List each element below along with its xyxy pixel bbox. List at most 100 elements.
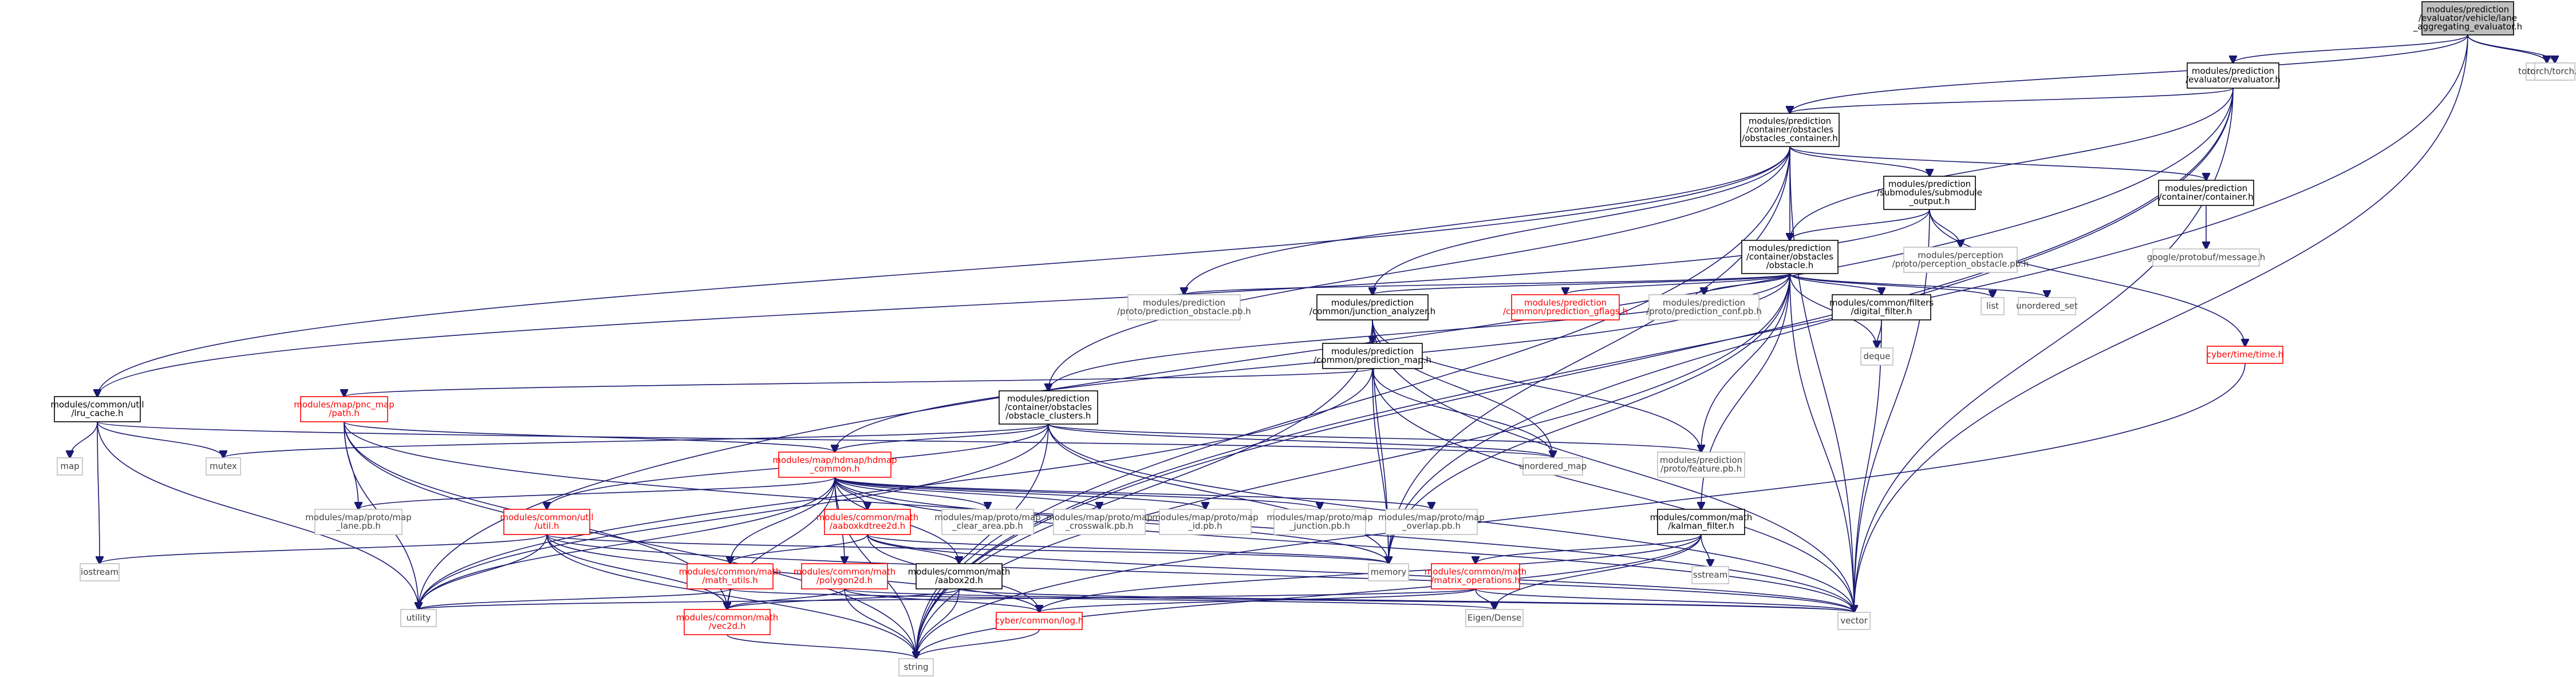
node-label-line: /submodules/submodule [1877,188,1982,198]
edge-root-to-torch-torch [2467,34,2555,63]
edge-hdmap-common-to-map-junction [834,477,1320,509]
node-label-line: modules/map/hdmap/hdmap [772,455,897,465]
node-label-line: unordered_map [1519,461,1587,472]
node-digital-filter[interactable]: modules/common/filters/digital_filter.h [1829,294,1934,320]
node-box [2018,297,2076,315]
node-label-line: cyber/time/time.h [2207,350,2283,360]
node-aaboxkdtree2d[interactable]: modules/common/math/aaboxkdtree2d.h [816,509,919,535]
node-obstacle-clusters[interactable]: modules/prediction/container/obstacles/o… [999,390,1098,425]
node-map-id[interactable]: modules/map/proto/map_id.pb.h [1152,509,1259,535]
node-prediction-conf-pb[interactable]: modules/prediction/proto/prediction_conf… [1646,294,1762,320]
node-utility[interactable]: utility [400,609,437,627]
edge-aaboxkdtree2d-to-vector [867,534,1854,612]
node-box [2534,62,2575,81]
node-string[interactable]: string [898,658,934,676]
edge-polygon2d-to-vec2d [727,588,845,609]
node-math-utils[interactable]: modules/common/math/math_utils.h [679,563,782,589]
node-label-line: _lane.pb.h [336,521,381,532]
node-label-line: /digital_filter.h [1851,306,1912,317]
node-iostream[interactable]: iostream [80,563,120,581]
node-prediction-gflags[interactable]: modules/prediction/common/prediction_gfl… [1503,294,1628,320]
edge-obstacle-clusters-to-memory [1048,423,1388,564]
node-label-line: /container/obstacles [1746,252,1833,262]
node-label-line: sstream [1693,570,1727,580]
edge-obstacle-h-to-memory [1388,273,1790,564]
node-mutex[interactable]: mutex [206,457,241,476]
node-label-line: _aggregating_evaluator.h [2413,22,2522,33]
node-label-line: _junction.pb.h [1289,521,1350,532]
node-aabox2d[interactable]: modules/common/math/aabox2d.h [908,563,1011,589]
node-label-line: cyber/common/log.h [995,616,1084,626]
node-label-line: /obstacle_clusters.h [1006,411,1091,422]
node-map-crosswalk[interactable]: modules/map/proto/map_crosswalk.pb.h [1046,509,1153,535]
edge-obstacle-clusters-to-unordered-map [1048,423,1553,458]
node-box [1316,294,1429,320]
node-unordered-set[interactable]: unordered_set [2016,297,2078,315]
node-box [1860,347,1893,366]
edge-hdmap-common-to-vec2d [727,477,835,609]
node-vec2d[interactable]: modules/common/math/vec2d.h [676,609,779,635]
node-perception-obstacle[interactable]: modules/perception/proto/perception_obst… [1892,247,2029,273]
node-obstacles-container[interactable]: modules/prediction/container/obstacles/o… [1740,113,1840,147]
node-obstacle-h[interactable]: modules/prediction/container/obstacles/o… [1741,240,1839,274]
node-kalman-filter[interactable]: modules/common/math/kalman_filter.h [1650,509,1753,535]
edge-matrix-operations-to-eigen-dense [1475,588,1494,609]
node-box [54,396,141,422]
node-label-line: /util.h [534,521,559,531]
edge-root-to-torch-script [2467,34,2547,63]
node-cyber-log[interactable]: cyber/common/log.h [995,612,1084,630]
node-prediction-obstacle-pb[interactable]: modules/prediction/proto/prediction_obst… [1117,294,1251,320]
node-label-line: modules/prediction [1331,298,1414,308]
node-hdmap-common[interactable]: modules/map/hdmap/hdmap_common.h [772,452,897,478]
node-box [1691,566,1729,584]
edge-hdmap-common-to-vector [834,477,1854,612]
node-submodule-output[interactable]: modules/prediction/submodules/submodule_… [1877,176,1982,210]
node-eigen-dense[interactable]: Eigen/Dense [1465,609,1524,627]
node-root[interactable]: modules/prediction/evaluator/vehicle/lan… [2413,1,2522,35]
node-container-h[interactable]: modules/prediction/container/container.h [2158,180,2254,206]
edge-pnc-map-path-to-string [344,421,916,659]
edge-lru-cache-to-utility [97,421,419,609]
node-map-clear-area[interactable]: modules/map/proto/map_clear_area.pb.h [934,509,1041,535]
node-box [1368,563,1409,581]
node-feature-pb[interactable]: modules/prediction/proto/feature.pb.h [1657,452,1745,478]
node-map-junction[interactable]: modules/map/proto/map_junction.pb.h [1267,509,1373,535]
node-cyber-time[interactable]: cyber/time/time.h [2207,346,2283,364]
edge-vec2d-to-string [727,634,916,659]
node-map-overlap[interactable]: modules/map/proto/map_overlap.pb.h [1378,509,1485,535]
node-label-line: modules/common/math [1650,512,1753,522]
node-junction-analyzer[interactable]: modules/prediction/common/junction_analy… [1309,294,1435,320]
node-box [1465,609,1524,627]
edge-util-h-to-memory [546,534,1388,564]
node-box [1522,457,1583,476]
node-util-h[interactable]: modules/common/util/util.h [500,509,594,535]
node-prediction-map[interactable]: modules/prediction/common/prediction_map… [1313,343,1431,369]
node-list[interactable]: list [1981,297,2005,315]
node-lru-cache[interactable]: modules/common/util/lru_cache.h [50,396,144,422]
node-box [1657,509,1745,535]
node-label-line: modules/prediction [1007,394,1090,404]
node-map-lane-pb[interactable]: modules/map/proto/map_lane.pb.h [305,509,412,535]
node-pnc-map-path[interactable]: modules/map/pnc_map/path.h [294,396,395,422]
node-memory[interactable]: memory [1368,563,1409,581]
node-label-line: mutex [210,461,237,472]
edge-cyber-time-to-string [916,363,2246,659]
node-matrix-operations[interactable]: modules/common/math/matrix_operations.h [1425,563,1527,589]
node-protobuf-message[interactable]: google/protobuf/message.h [2147,248,2266,267]
edge-obstacle-h-to-unordered-set [1789,273,2047,298]
node-box [996,612,1083,630]
node-box [941,509,1034,535]
node-map[interactable]: map [57,457,83,476]
node-torch-torch[interactable]: torch/torch.h [2527,62,2576,81]
node-sstream[interactable]: sstream [1691,566,1729,584]
node-label-line: /lru_cache.h [71,408,123,419]
node-vector[interactable]: vector [1837,612,1871,630]
node-label-line: utility [407,613,431,623]
node-evaluator[interactable]: modules/prediction/evaluator/evaluator.h [2186,62,2281,89]
node-unordered-map[interactable]: unordered_map [1519,457,1587,476]
edge-obstacle-clusters-to-utility [419,423,1049,609]
node-deque[interactable]: deque [1860,347,1893,366]
node-label-line: modules/common/math [816,512,919,522]
node-polygon2d[interactable]: modules/common/math/polygon2d.h [794,563,896,589]
